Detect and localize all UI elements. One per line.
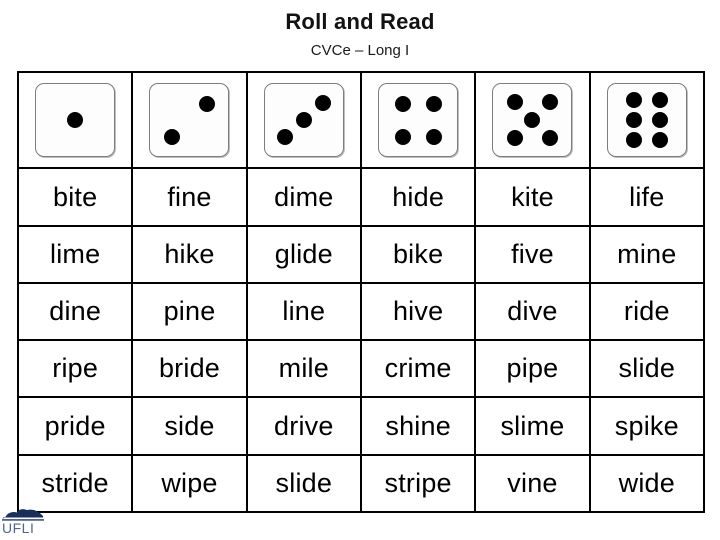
word-cell: bride: [131, 339, 248, 399]
ufli-logo-text: UFLI: [2, 520, 34, 536]
page-subtitle: CVCe – Long I: [310, 42, 410, 59]
word-cell: fine: [131, 167, 248, 227]
ufli-swoosh-icon: UFLI: [2, 509, 44, 536]
word-cell: life: [588, 167, 706, 227]
word-cell: kite: [474, 167, 591, 227]
word-cell: side: [131, 396, 248, 456]
ufli-logo: UFLI: [2, 504, 52, 538]
word-cell: drive: [245, 396, 362, 456]
word-cell: wipe: [131, 453, 248, 514]
word-cell: mine: [588, 224, 706, 284]
word-cell: stripe: [359, 453, 477, 514]
word-cell: hike: [131, 224, 248, 284]
word-cell: shine: [359, 396, 477, 456]
word-cell: stride: [16, 453, 134, 514]
word-cell: slide: [588, 339, 706, 399]
page-title: Roll and Read: [285, 9, 435, 34]
word-cell: five: [474, 224, 591, 284]
dice-row: [16, 70, 706, 170]
word-cell: crime: [359, 339, 477, 399]
word-cell: bite: [16, 167, 134, 227]
roll-and-read-table: bite fine dime hide kite life lime hike …: [16, 70, 706, 514]
word-cell: wide: [588, 453, 706, 514]
word-row: lime hike glide bike five mine: [16, 224, 706, 284]
word-row: stride wipe slide stripe vine wide: [16, 453, 706, 514]
word-row: dine pine line hive dive ride: [16, 281, 706, 342]
dice-cell: [359, 70, 477, 170]
dice-cell: [245, 70, 362, 170]
dice-cell: [16, 70, 134, 170]
word-cell: glide: [245, 224, 362, 284]
page-header: Roll and Read CVCe – Long I: [0, 9, 720, 59]
die-face-4-icon: [378, 83, 459, 158]
die-face-2-icon: [149, 83, 230, 158]
die-face-1-icon: [35, 83, 116, 158]
word-cell: spike: [588, 396, 706, 456]
die-face-5-icon: [492, 83, 573, 158]
word-cell: dime: [245, 167, 362, 227]
word-row: bite fine dime hide kite life: [16, 167, 706, 227]
word-cell: ride: [588, 281, 706, 342]
word-cell: slide: [245, 453, 362, 514]
word-cell: hive: [359, 281, 477, 342]
dice-cell: [588, 70, 706, 170]
die-face-6-icon: [606, 83, 687, 158]
word-cell: slime: [474, 396, 591, 456]
word-cell: bike: [359, 224, 477, 284]
word-cell: hide: [359, 167, 477, 227]
word-row: pride side drive shine slime spike: [16, 396, 706, 456]
word-row: ripe bride mile crime pipe slide: [16, 339, 706, 399]
word-cell: dive: [474, 281, 591, 342]
word-cell: dine: [16, 281, 134, 342]
dice-cell: [131, 70, 248, 170]
word-cell: lime: [16, 224, 134, 284]
word-cell: pride: [16, 396, 134, 456]
word-cell: line: [245, 281, 362, 342]
word-cell: ripe: [16, 339, 134, 399]
word-cell: vine: [474, 453, 591, 514]
word-cell: pine: [131, 281, 248, 342]
die-face-3-icon: [263, 83, 344, 158]
word-cell: pipe: [474, 339, 591, 399]
word-cell: mile: [245, 339, 362, 399]
dice-cell: [474, 70, 591, 170]
